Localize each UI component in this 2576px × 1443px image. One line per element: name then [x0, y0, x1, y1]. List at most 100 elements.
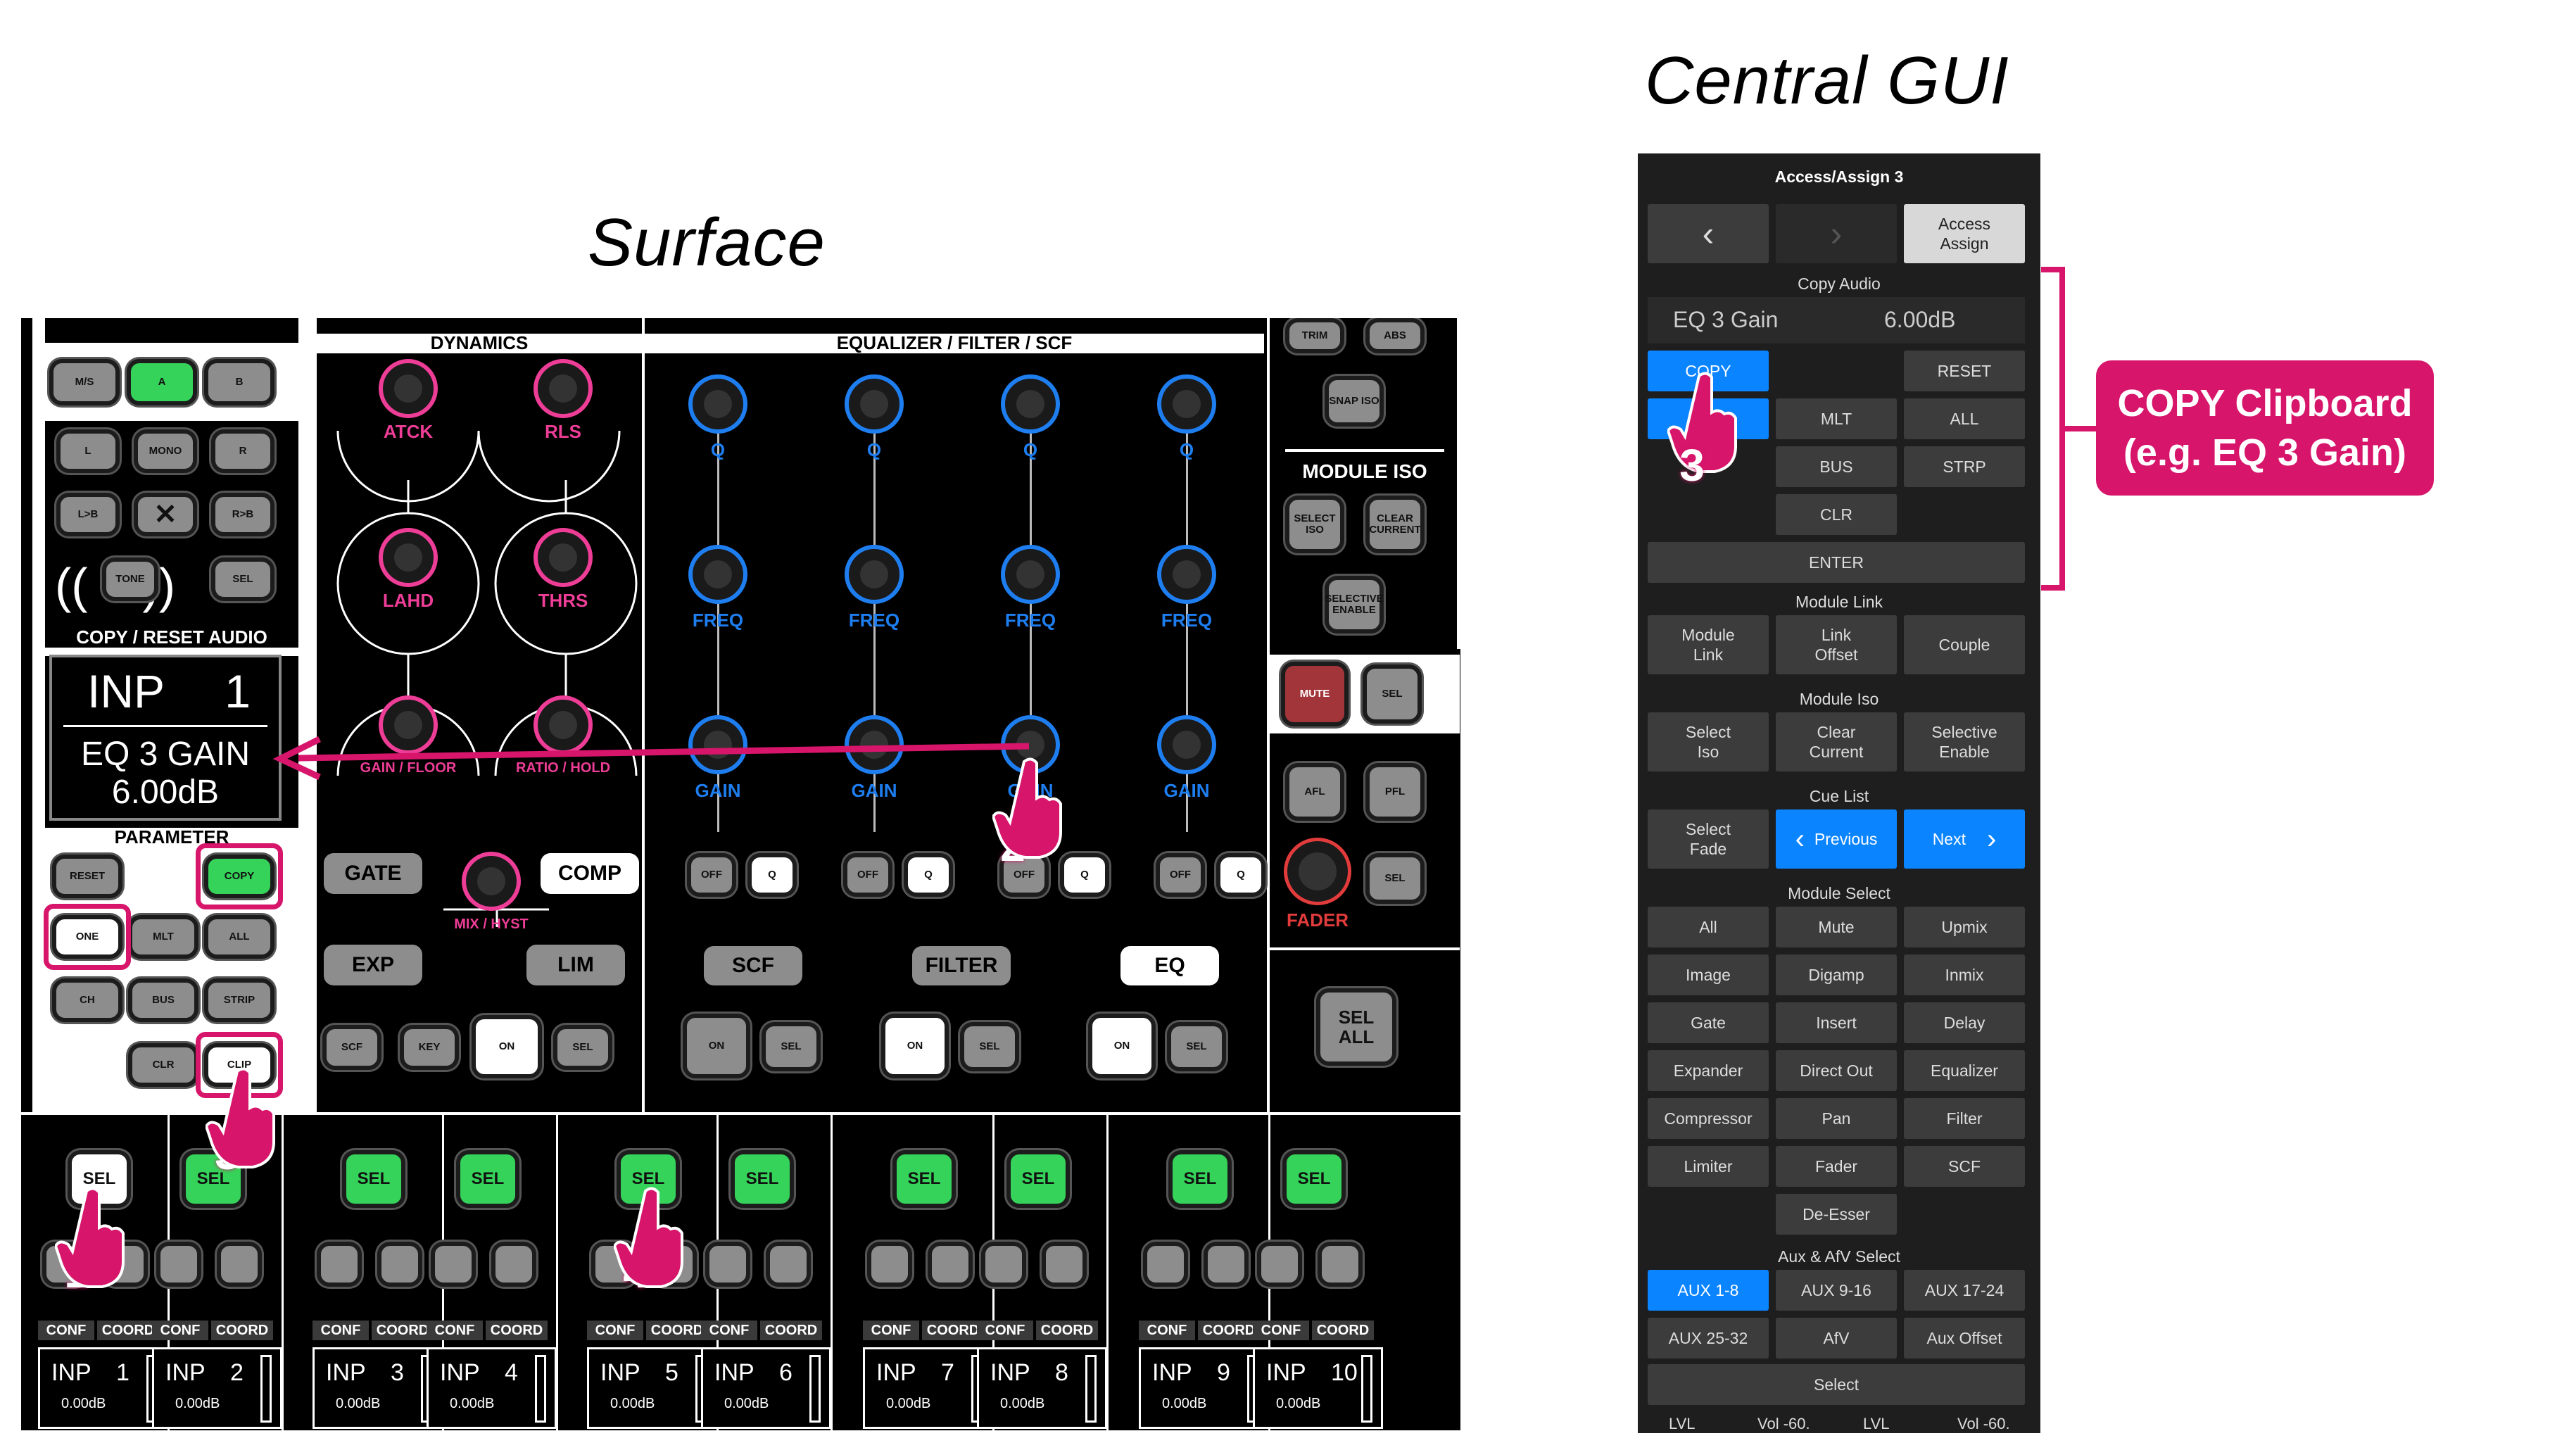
strip-button-a[interactable] — [1257, 1242, 1302, 1287]
bus-button[interactable]: BUS — [128, 978, 198, 1022]
fader-knob[interactable] — [1284, 838, 1351, 905]
module-select-button[interactable]: Insert — [1776, 1002, 1897, 1043]
module-select-button[interactable]: All — [1648, 907, 1769, 947]
module-link-button[interactable]: Couple — [1904, 615, 2025, 674]
strip-button-b[interactable] — [1042, 1242, 1087, 1287]
select-iso-button[interactable]: SELECT ISO — [1285, 496, 1344, 553]
strip-sel-button[interactable]: SEL — [1168, 1150, 1232, 1208]
l-to-b-button[interactable]: L>B — [56, 493, 120, 536]
strip-button-a[interactable] — [156, 1242, 201, 1287]
strip-button-b[interactable] — [928, 1242, 973, 1287]
eq-q-button[interactable]: Q — [1216, 853, 1265, 897]
dyn-knob[interactable] — [533, 528, 593, 587]
mono-button[interactable]: MONO — [134, 429, 197, 473]
module-iso-button[interactable]: Select Iso — [1648, 712, 1769, 771]
gui-enter-button[interactable]: ENTER — [1648, 542, 2025, 583]
dyn-knob[interactable] — [379, 695, 438, 755]
strip-button-b[interactable] — [217, 1242, 262, 1287]
previous-button[interactable]: ‹Previous — [1776, 809, 1897, 869]
reset-button[interactable]: RESET — [52, 855, 122, 898]
eq-q-button[interactable]: Q — [1060, 853, 1109, 897]
dyn-scf-button[interactable]: SCF — [322, 1025, 381, 1070]
module-select-button[interactable]: Image — [1648, 954, 1769, 995]
module-iso-button[interactable]: Selective Enable — [1904, 712, 2025, 771]
gate-button[interactable]: GATE — [324, 853, 422, 894]
dyn-knob[interactable] — [533, 359, 593, 418]
eq-on-button[interactable]: ON — [881, 1014, 949, 1078]
l-button[interactable]: L — [56, 429, 120, 473]
eq-off-button[interactable]: OFF — [1156, 853, 1205, 897]
module-select-button[interactable]: Digamp — [1776, 954, 1897, 995]
mlt-button[interactable]: MLT — [128, 915, 198, 959]
eq-on-button[interactable]: ON — [683, 1014, 750, 1078]
module-select-button[interactable]: Equalizer — [1904, 1050, 2025, 1091]
r-to-b-button[interactable]: R>B — [211, 493, 274, 536]
strip-button-a[interactable] — [705, 1242, 750, 1287]
gui-mlt-button[interactable]: MLT — [1776, 398, 1897, 439]
snap-iso-button[interactable]: SNAP ISO — [1325, 376, 1384, 427]
strip-button-a[interactable] — [867, 1242, 912, 1287]
module-link-button[interactable]: Link Offset — [1776, 615, 1897, 674]
strip-button-b[interactable] — [1204, 1242, 1249, 1287]
eq-q-button[interactable]: Q — [904, 853, 953, 897]
pfl-button[interactable]: PFL — [1365, 763, 1425, 821]
mute-button[interactable]: MUTE — [1281, 662, 1349, 726]
fader-sel-button[interactable]: SEL — [1365, 853, 1425, 904]
eq-freq-knob[interactable] — [845, 545, 904, 604]
aux-button[interactable]: AfV — [1776, 1318, 1897, 1359]
gui-bus-button[interactable]: BUS — [1776, 446, 1897, 487]
module-iso-button[interactable]: Clear Current — [1776, 712, 1897, 771]
swap-icon[interactable]: ✕ — [134, 493, 197, 536]
aux-button[interactable]: AUX 1-8 — [1648, 1270, 1769, 1311]
module-select-button[interactable]: Pan — [1776, 1098, 1897, 1139]
strip-button-b[interactable] — [491, 1242, 536, 1287]
strip-sel-button[interactable]: SEL — [731, 1150, 794, 1208]
strip-button-a[interactable] — [981, 1242, 1026, 1287]
strip-sel-button[interactable]: SEL — [1282, 1150, 1346, 1208]
module-select-button[interactable]: Delay — [1904, 1002, 2025, 1043]
tone-button[interactable]: TONE — [102, 557, 158, 601]
eq-q-button[interactable]: Q — [747, 853, 797, 897]
trim-button[interactable]: TRIM — [1285, 318, 1344, 353]
comp-button[interactable]: COMP — [541, 853, 639, 894]
eq-gain-knob[interactable] — [845, 715, 904, 774]
strip-sel-button[interactable]: SEL — [892, 1150, 956, 1208]
one-button[interactable]: ONE — [52, 915, 122, 959]
filter-button[interactable]: FILTER — [912, 946, 1011, 985]
aux-button[interactable]: AUX 17-24 — [1904, 1270, 2025, 1311]
gui-select-button[interactable]: Select — [1648, 1364, 2025, 1405]
dyn-sel-button[interactable]: SEL — [553, 1025, 612, 1070]
strip-button-b[interactable] — [377, 1242, 422, 1287]
eq-freq-knob[interactable] — [688, 545, 747, 604]
eq-q-knob[interactable] — [1001, 374, 1060, 434]
module-link-button[interactable]: Module Link — [1648, 615, 1769, 674]
strip-sel-button[interactable]: SEL — [456, 1150, 519, 1208]
eq-sel-button[interactable]: SEL — [1167, 1022, 1226, 1071]
aux-button[interactable]: AUX 25-32 — [1648, 1318, 1769, 1359]
module-select-button[interactable]: Limiter — [1648, 1146, 1769, 1187]
aux-button[interactable]: AUX 9-16 — [1776, 1270, 1897, 1311]
module-select-button[interactable]: Filter — [1904, 1098, 2025, 1139]
ms-button[interactable]: M/S — [49, 359, 120, 405]
a-button[interactable]: A — [127, 359, 197, 405]
eq-off-button[interactable]: OFF — [843, 853, 892, 897]
mute-sel-button[interactable]: SEL — [1363, 664, 1422, 724]
strip-sel-button[interactable]: SEL — [342, 1150, 405, 1208]
r-button[interactable]: R — [211, 429, 274, 473]
strip-button-a[interactable] — [1143, 1242, 1188, 1287]
afl-button[interactable]: AFL — [1285, 763, 1344, 821]
module-select-button[interactable]: De-Esser — [1776, 1194, 1897, 1235]
access-assign-button[interactable]: Access Assign — [1904, 204, 2025, 263]
back-button[interactable]: ‹ — [1648, 204, 1769, 263]
module-select-button[interactable]: Upmix — [1904, 907, 2025, 947]
module-select-button[interactable]: Fader — [1776, 1146, 1897, 1187]
key-button[interactable]: KEY — [400, 1025, 459, 1070]
module-select-button[interactable]: Mute — [1776, 907, 1897, 947]
dyn-knob[interactable] — [462, 852, 521, 911]
strip-button[interactable]: STRIP — [204, 978, 274, 1022]
gui-clr-button[interactable]: CLR — [1776, 494, 1897, 535]
sel-all-button[interactable]: SEL ALL — [1316, 988, 1396, 1066]
eq-sel-button[interactable]: SEL — [762, 1022, 821, 1071]
forward-button[interactable]: › — [1776, 204, 1897, 263]
left-sel-button[interactable]: SEL — [211, 557, 274, 601]
